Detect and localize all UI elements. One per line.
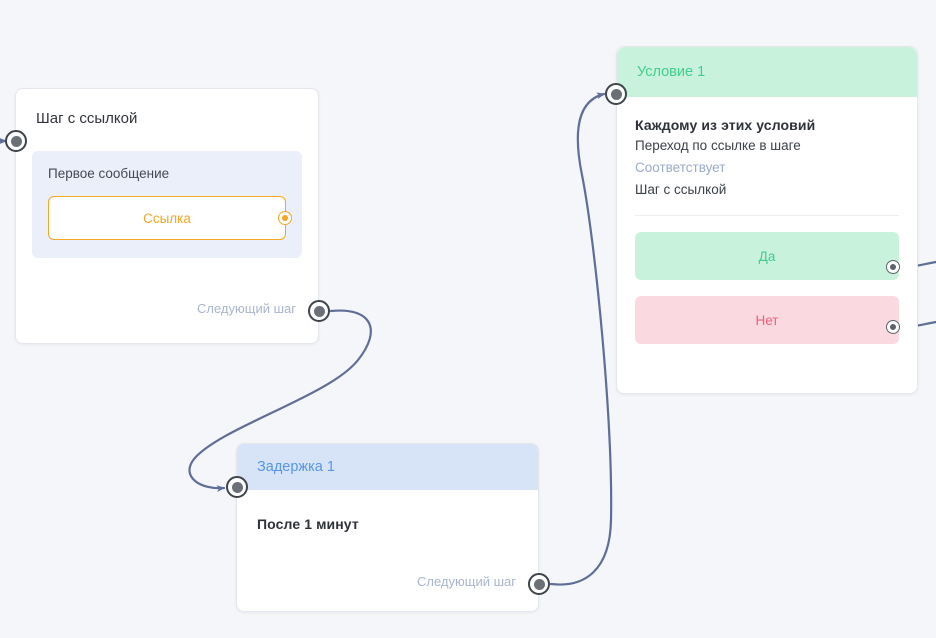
delay-body-text: После 1 минут bbox=[257, 516, 359, 532]
condition-branch-yes-label: Да bbox=[758, 248, 776, 264]
delay-next-step-label: Следующий шаг bbox=[417, 574, 516, 589]
delay-next-port[interactable] bbox=[528, 573, 550, 595]
condition-input-port[interactable] bbox=[605, 83, 627, 105]
condition-yes-port[interactable] bbox=[886, 260, 900, 274]
condition-divider bbox=[635, 215, 899, 216]
link-button[interactable]: Ссылка bbox=[48, 196, 292, 240]
edge-delay-to-condition bbox=[549, 92, 613, 586]
node-condition[interactable]: Условие 1 Каждому из этих условий Перехо… bbox=[616, 46, 918, 394]
condition-branch-no-label: Нет bbox=[755, 312, 779, 328]
condition-header-label: Условие 1 bbox=[637, 64, 706, 80]
step-input-port[interactable] bbox=[5, 130, 27, 152]
node-delay[interactable]: Задержка 1 После 1 минут Следующий шаг bbox=[236, 443, 539, 612]
link-button-label: Ссылка bbox=[143, 210, 191, 226]
condition-branch-no[interactable]: Нет bbox=[635, 296, 899, 344]
condition-body: Каждому из этих условий Переход по ссылк… bbox=[617, 97, 917, 344]
condition-header: Условие 1 bbox=[617, 47, 917, 97]
delay-header-label: Задержка 1 bbox=[257, 459, 335, 475]
message-block[interactable]: Первое сообщение Ссылка bbox=[32, 151, 302, 258]
condition-line-2: Соответствует bbox=[635, 160, 726, 175]
condition-line-3: Шаг с ссылкой bbox=[635, 182, 727, 197]
condition-line-1: Переход по ссылке в шаге bbox=[635, 138, 801, 153]
step-title: Шаг с ссылкой bbox=[36, 110, 138, 127]
delay-input-port[interactable] bbox=[226, 476, 248, 498]
message-label: Первое сообщение bbox=[48, 166, 170, 181]
condition-branch-yes[interactable]: Да bbox=[635, 232, 899, 280]
link-output-port[interactable] bbox=[278, 211, 292, 225]
step-next-port[interactable] bbox=[308, 300, 330, 322]
condition-no-port[interactable] bbox=[886, 320, 900, 334]
condition-heading: Каждому из этих условий bbox=[635, 117, 816, 133]
delay-header: Задержка 1 bbox=[237, 444, 538, 490]
node-step-with-link[interactable]: Шаг с ссылкой Первое сообщение Ссылка Сл… bbox=[15, 88, 319, 344]
step-next-step-label: Следующий шаг bbox=[197, 301, 296, 316]
